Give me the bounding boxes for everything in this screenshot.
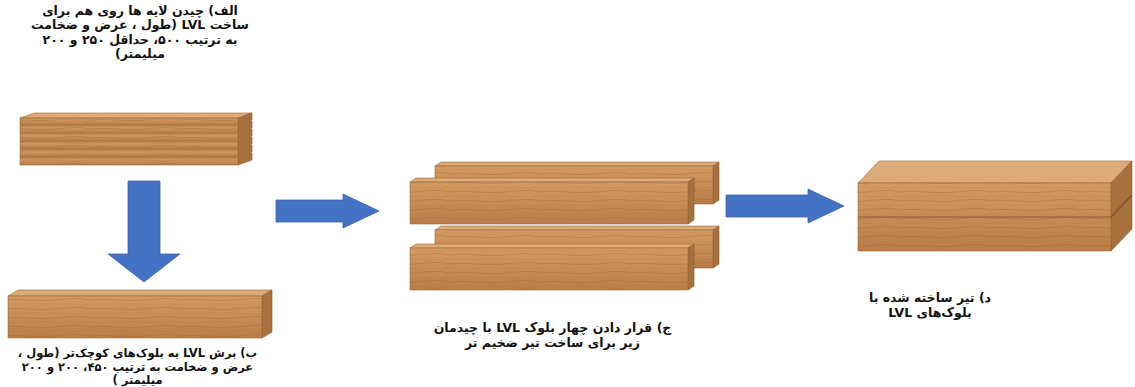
side-face [713, 162, 719, 204]
process-step: الف) چیدن لایه ها روی هم برای ساخت LVL (… [15, 4, 265, 175]
side-face [238, 113, 252, 125]
process-step: د) تیر ساخته شده با بلوک‌های LVL [850, 155, 1133, 320]
flow-arrow [108, 181, 180, 282]
front-face [20, 134, 238, 141]
wood-grain [410, 248, 688, 290]
side-face [713, 226, 719, 268]
top-face [410, 244, 694, 248]
front-face [20, 118, 238, 125]
top-face [435, 162, 719, 166]
wood-grain [20, 158, 238, 165]
side-face [1111, 161, 1132, 251]
lvl-block [8, 290, 272, 338]
top-face [410, 178, 694, 182]
block-seam [858, 216, 1111, 217]
side-face [688, 244, 694, 290]
front-face [410, 248, 688, 290]
top-face [858, 161, 1132, 183]
veneer-layer [20, 113, 252, 125]
front-face [20, 158, 238, 165]
front-face [20, 150, 238, 157]
side-face [688, 178, 694, 224]
wood-grain [8, 296, 262, 338]
wood-grain [20, 142, 238, 149]
front-face [20, 126, 238, 133]
side-face [262, 290, 272, 338]
front-face [8, 296, 262, 338]
process-step: ب) برش LVL به بلوک‌های کوچک‌تر (طول ، عر… [5, 288, 270, 387]
step-caption: د) تیر ساخته شده با بلوک‌های LVL [850, 291, 1010, 320]
wood-grain [20, 134, 238, 141]
wood-grain [20, 150, 238, 157]
front-face [858, 183, 1111, 251]
front-face [20, 142, 238, 149]
step-caption: ج) قرار دادن چهار بلوک LVL با چیدمان زیر… [423, 321, 683, 350]
top-face [8, 290, 272, 296]
step-caption: الف) چیدن لایه ها روی هم برای ساخت LVL (… [28, 4, 253, 62]
wood-grain [410, 182, 688, 224]
wood-grain [20, 118, 238, 125]
process-step: ج) قرار دادن چهار بلوک LVL با چیدمان زیر… [385, 150, 720, 350]
wood-grain [858, 183, 1111, 251]
flow-arrow [726, 189, 844, 223]
lvl-block [410, 244, 694, 290]
top-face [20, 113, 252, 118]
step-caption: ب) برش LVL به بلوک‌های کوچک‌تر (طول ، عر… [8, 347, 268, 387]
lvl-beam [858, 161, 1132, 251]
lvl-block [410, 178, 694, 224]
flow-arrow [276, 194, 379, 228]
front-face [410, 182, 688, 224]
block-seam [1111, 195, 1132, 217]
top-face [435, 226, 719, 230]
wood-grain [20, 126, 238, 133]
